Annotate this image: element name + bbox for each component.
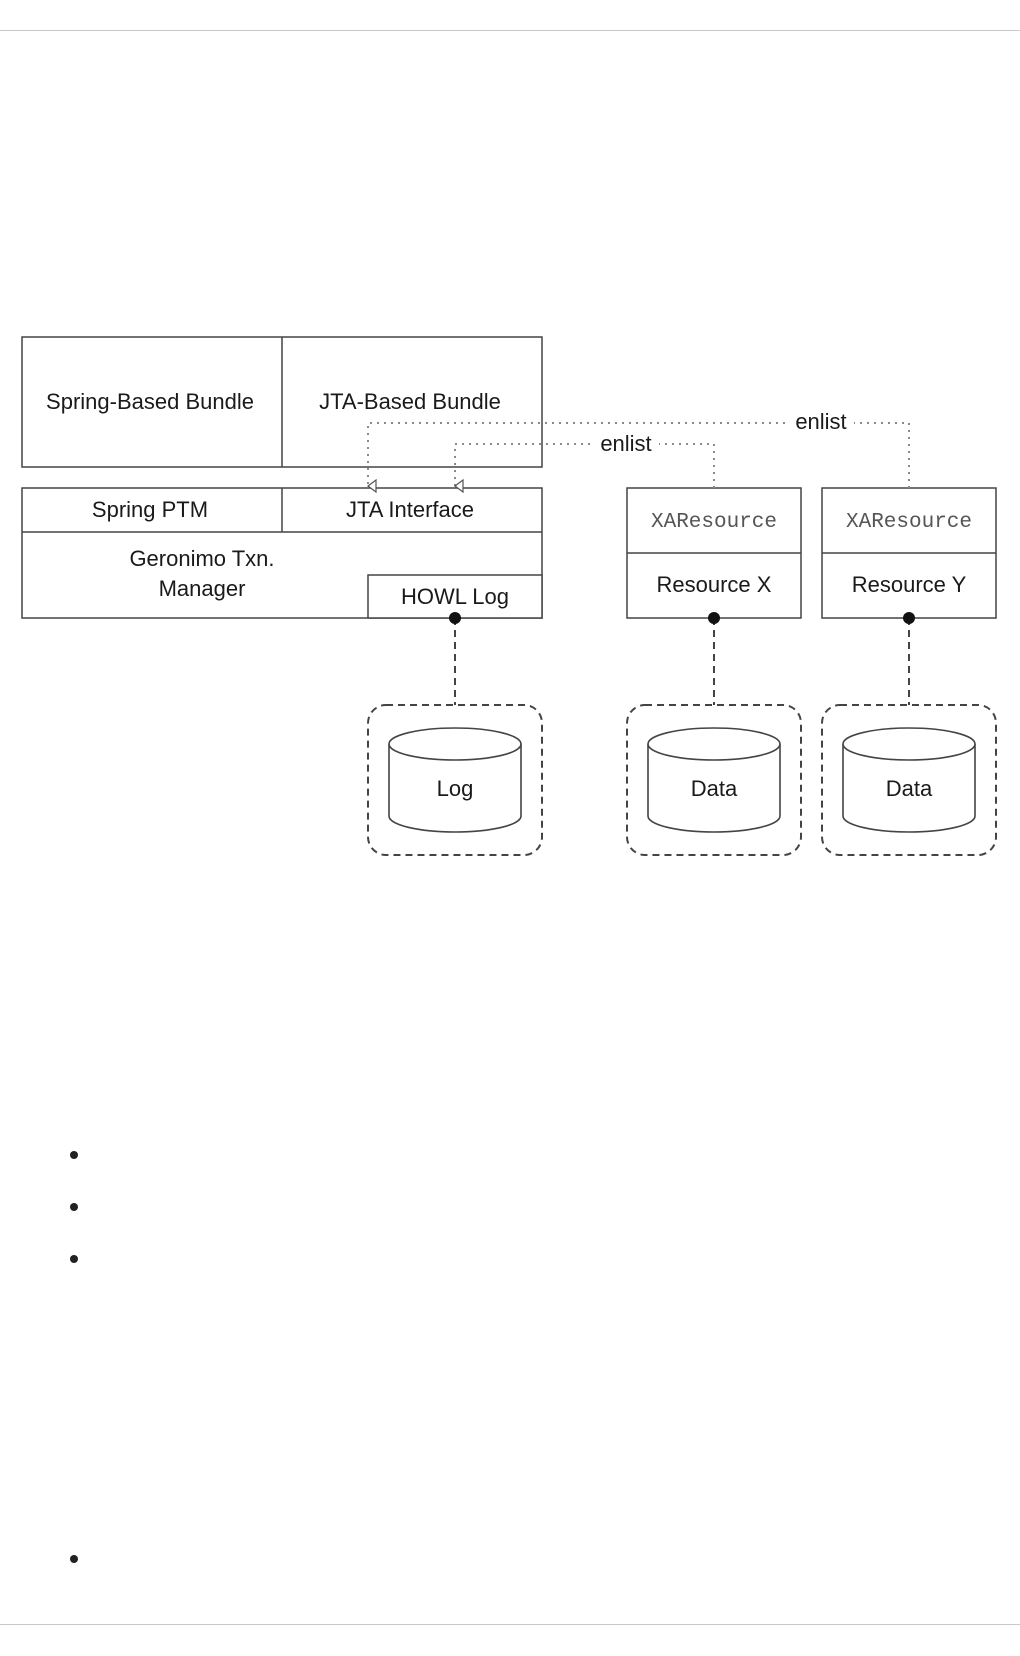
resource-x-label: Resource X bbox=[657, 572, 772, 597]
spring-ptm-label: Spring PTM bbox=[92, 497, 208, 522]
resource-y-box: XAResource Resource Y bbox=[821, 487, 997, 619]
data-y-database-label: Data bbox=[886, 776, 933, 801]
resource-x-box: XAResource Resource X bbox=[626, 487, 802, 619]
data-x-store-container bbox=[626, 704, 802, 856]
bundles-box: Spring-Based Bundle JTA-Based Bundle bbox=[21, 336, 543, 468]
log-store-container bbox=[367, 704, 543, 856]
xaresource-y-label: XAResource bbox=[846, 511, 972, 534]
jta-bundle-label: JTA-Based Bundle bbox=[319, 389, 501, 414]
enlist-outer-connector bbox=[367, 422, 910, 488]
enlist-outer-label: enlist bbox=[795, 409, 846, 434]
transaction-architecture-diagram: Spring-Based Bundle JTA-Based Bundle Spr… bbox=[21, 336, 997, 856]
enlist-inner-connector bbox=[454, 443, 715, 488]
spring-bundle-label: Spring-Based Bundle bbox=[46, 389, 254, 414]
list-item-bullet bbox=[70, 1151, 78, 1159]
xaresource-x-label: XAResource bbox=[651, 511, 777, 534]
list-item-bullet bbox=[70, 1555, 78, 1563]
resource-y-label: Resource Y bbox=[852, 572, 967, 597]
data-y-store-container bbox=[821, 704, 997, 856]
data-x-database-icon bbox=[647, 727, 781, 833]
resource-y-connector-dot bbox=[903, 612, 915, 624]
txn-manager-label-line2: Manager bbox=[159, 576, 246, 601]
howl-log-box bbox=[367, 574, 543, 619]
enlist-connectors bbox=[367, 422, 910, 488]
list-item-bullet bbox=[70, 1203, 78, 1211]
list-item-bullet bbox=[70, 1255, 78, 1263]
data-y-database-icon bbox=[842, 727, 976, 833]
txn-manager-label-line1: Geronimo Txn. bbox=[129, 546, 274, 571]
resource-x-connector-dot bbox=[708, 612, 720, 624]
top-divider bbox=[0, 30, 1020, 31]
jta-interface-label: JTA Interface bbox=[346, 497, 474, 522]
howl-log-label: HOWL Log bbox=[401, 584, 509, 609]
howl-log-connector-dot bbox=[449, 612, 461, 624]
txn-manager-box: Spring PTM JTA Interface Geronimo Txn. M… bbox=[21, 487, 543, 619]
log-database-label: Log bbox=[437, 776, 474, 801]
data-x-database-label: Data bbox=[691, 776, 738, 801]
enlist-inner-label: enlist bbox=[600, 431, 651, 456]
bottom-divider bbox=[0, 1624, 1020, 1625]
log-database-icon bbox=[388, 727, 522, 833]
